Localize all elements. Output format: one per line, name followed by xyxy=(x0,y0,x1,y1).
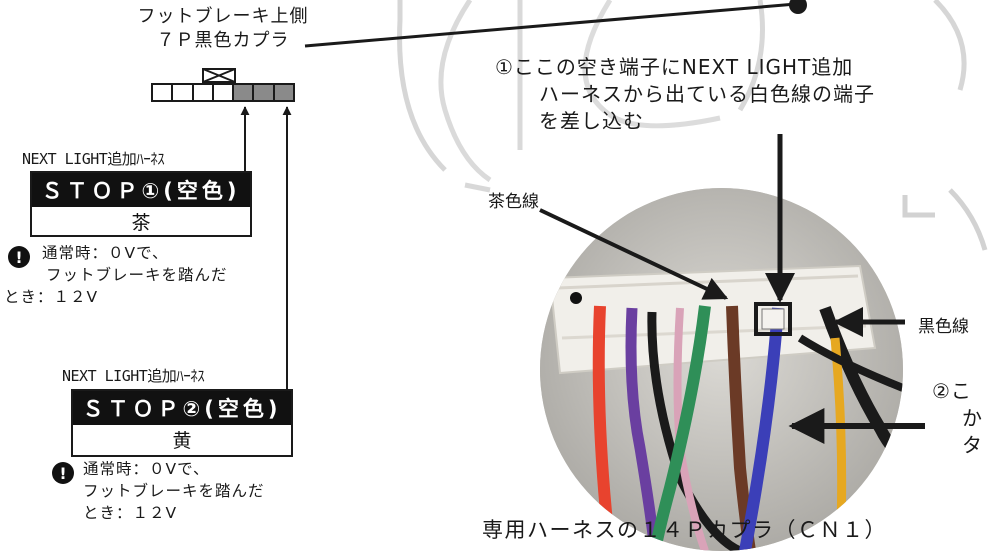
stop1-note-line1: 通常時：０Vで、 xyxy=(42,244,169,262)
annotation2: ②こ か タ xyxy=(932,378,988,459)
connector-pin xyxy=(193,85,214,100)
annotation1-line2: ハーネスから出ている白色線の端子 xyxy=(539,82,875,106)
stop2-color: 黄 xyxy=(172,430,192,452)
stop1-box: ＳＴＯＰ①(空色) 茶 xyxy=(30,171,252,237)
stop2-title: ＳＴＯＰ②(空色) xyxy=(73,391,291,425)
stop2-note: 通常時：０Vで、 フットブレーキを踏んだ とき：１２V xyxy=(83,458,265,524)
connector-caption-line2: ７Ｐ黒色カプラ xyxy=(156,30,290,51)
annotation2-line1: ②こ xyxy=(932,379,972,403)
photo-caption: 専用ハーネスの１４Ｐカプラ（ＣＮ１） xyxy=(482,518,887,542)
connector-pin xyxy=(213,85,235,100)
annotation1-line3: を差し込む xyxy=(539,109,644,133)
warning-icon: ! xyxy=(8,246,30,268)
black-wire-label: 黒色線 xyxy=(918,317,969,337)
connector-pin xyxy=(173,85,194,100)
stop2-box: ＳＴＯＰ②(空色) 黄 xyxy=(71,389,293,457)
brown-wire-label: 茶色線 xyxy=(488,192,539,212)
stop1-harness-label: NEXT LIGHT追加ﾊｰﾈｽ xyxy=(22,150,165,168)
stop1-note-line3: とき：１２V xyxy=(4,288,99,306)
connector-pin-stop1 xyxy=(234,85,255,100)
connector-photo xyxy=(540,188,903,551)
stop2-harness-label: NEXT LIGHT追加ﾊｰﾈｽ xyxy=(62,367,205,385)
connector-pin-blank xyxy=(254,85,275,100)
stop1-note: 通常時：０Vで、 フットブレーキを踏んだ とき：１２V xyxy=(4,242,228,308)
stop1-title: ＳＴＯＰ①(空色) xyxy=(32,173,250,207)
connector-latch-icon xyxy=(202,68,236,83)
warning-icon: ! xyxy=(52,462,74,484)
annotation1: ①ここの空き端子にNEXT LIGHT追加 ハーネスから出ている白色線の端子 を… xyxy=(495,54,875,135)
annotation1-line1: ①ここの空き端子にNEXT LIGHT追加 xyxy=(495,55,854,79)
connector-caption: フットブレーキ上側 ７Ｐ黒色カプラ xyxy=(108,5,338,53)
connector-caption-line1: フットブレーキ上側 xyxy=(137,6,309,27)
stop1-note-line2: フットブレーキを踏んだ xyxy=(46,266,228,284)
connector-pin xyxy=(153,85,174,100)
stop2-note-line2: フットブレーキを踏んだ xyxy=(83,482,265,500)
annotation2-line3: タ xyxy=(962,433,983,457)
stop1-color: 茶 xyxy=(131,212,151,234)
stop2-note-line1: 通常時：０Vで、 xyxy=(83,460,210,478)
annotation2-line2: か xyxy=(962,406,983,430)
connector-7p xyxy=(151,83,295,102)
connector-photo-drawing xyxy=(540,188,903,551)
connector-pin-stop2 xyxy=(274,85,293,100)
stop2-note-line3: とき：１２V xyxy=(83,504,178,522)
